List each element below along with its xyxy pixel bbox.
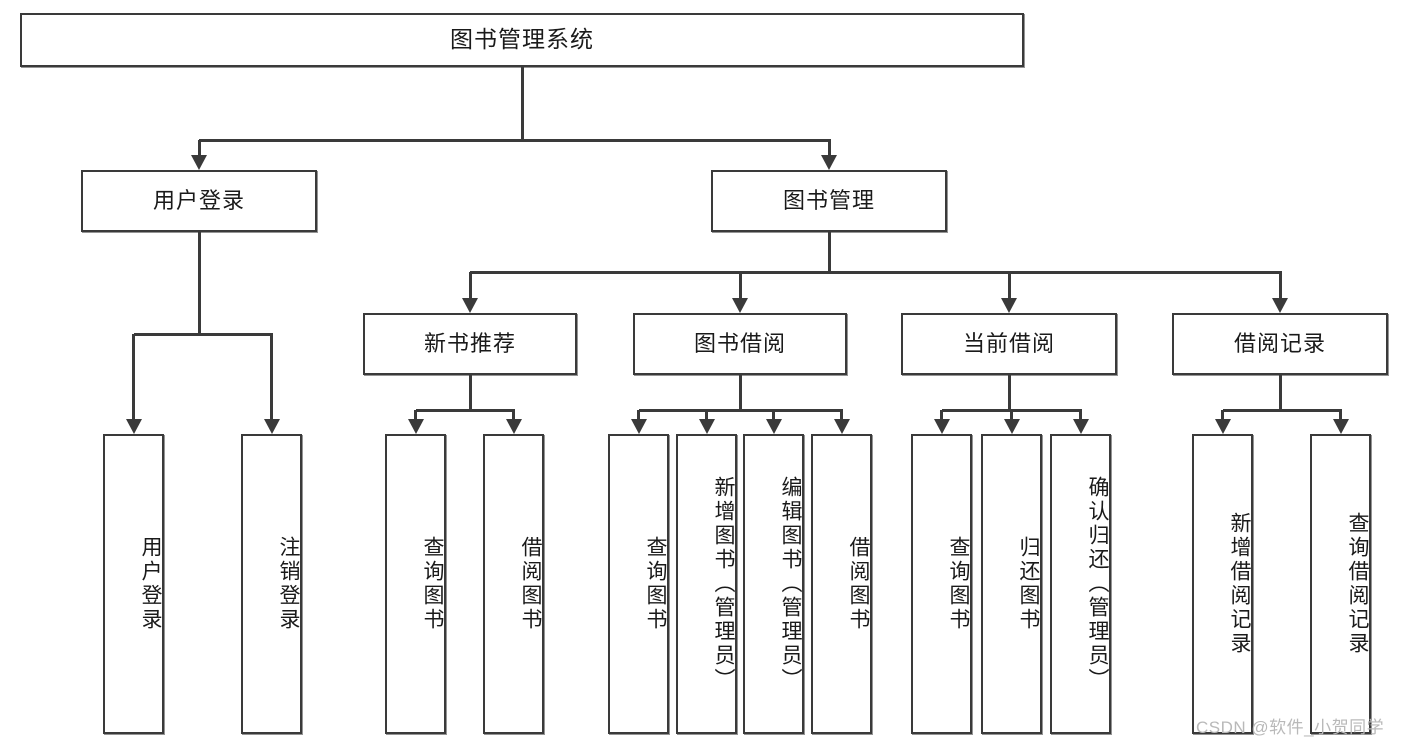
node-label: 图书管理 bbox=[782, 187, 875, 213]
node-label: 新增图书（管理员） bbox=[712, 476, 735, 692]
connector-drop bbox=[772, 410, 775, 420]
leaf-add-book-admin[interactable]: 新增图书（管理员） bbox=[676, 434, 737, 734]
node-label: 新书推荐 bbox=[423, 330, 516, 356]
arrowhead-icon bbox=[125, 419, 142, 434]
connector-bus bbox=[1222, 408, 1342, 412]
node-label: 确认归还（管理员） bbox=[1086, 476, 1109, 692]
connector-drop bbox=[1278, 272, 1282, 299]
arrowhead-icon bbox=[1332, 419, 1349, 434]
connector-drop bbox=[940, 410, 943, 420]
connector-drop bbox=[840, 410, 843, 420]
connector-bus bbox=[199, 138, 831, 142]
node-label: 借阅图书 bbox=[519, 536, 542, 632]
node-label: 图书借阅 bbox=[693, 330, 786, 356]
leaf-edit-book-admin[interactable]: 编辑图书（管理员） bbox=[743, 434, 804, 734]
connector-trunk bbox=[738, 375, 742, 410]
node-book-management[interactable]: 图书管理 bbox=[711, 170, 947, 232]
connector-trunk bbox=[1007, 375, 1011, 410]
connector-drop bbox=[1007, 272, 1011, 299]
connector-trunk bbox=[468, 375, 472, 410]
connector-bus bbox=[415, 408, 515, 412]
node-label: 新增借阅记录 bbox=[1228, 512, 1251, 656]
connector-drop bbox=[1339, 410, 1342, 420]
leaf-query-book-recommend[interactable]: 查询图书 bbox=[385, 434, 446, 734]
arrowhead-icon bbox=[821, 155, 837, 170]
node-book-borrow[interactable]: 图书借阅 bbox=[633, 313, 847, 375]
arrowhead-icon bbox=[1214, 419, 1231, 434]
connector-drop bbox=[827, 140, 831, 156]
arrowhead-icon bbox=[833, 419, 850, 434]
leaf-user-logout[interactable]: 注销登录 bbox=[241, 434, 302, 734]
connector-trunk bbox=[197, 232, 201, 334]
node-label: 用户登录 bbox=[139, 536, 162, 632]
node-label: 查询图书 bbox=[421, 536, 444, 632]
node-label: 查询图书 bbox=[644, 536, 667, 632]
leaf-add-borrow-record[interactable]: 新增借阅记录 bbox=[1192, 434, 1253, 734]
arrowhead-icon bbox=[505, 419, 522, 434]
connector-drop bbox=[738, 272, 742, 299]
node-label: 借阅记录 bbox=[1233, 330, 1326, 356]
connector-drop bbox=[1010, 410, 1013, 420]
arrowhead-icon bbox=[1272, 298, 1288, 313]
node-borrow-records[interactable]: 借阅记录 bbox=[1172, 313, 1388, 375]
arrowhead-icon bbox=[1072, 419, 1089, 434]
connector-drop bbox=[1079, 410, 1082, 420]
node-current-borrow[interactable]: 当前借阅 bbox=[901, 313, 1117, 375]
leaf-return-book[interactable]: 归还图书 bbox=[981, 434, 1042, 734]
node-root-system[interactable]: 图书管理系统 bbox=[20, 13, 1024, 67]
connector-drop bbox=[468, 272, 472, 299]
connector-drop bbox=[637, 410, 640, 420]
arrowhead-icon bbox=[1001, 298, 1017, 313]
arrowhead-icon bbox=[462, 298, 478, 313]
csdn-watermark: CSDN @软件_小贺同学 bbox=[1196, 718, 1385, 737]
leaf-borrow-book[interactable]: 借阅图书 bbox=[811, 434, 872, 734]
leaf-user-login[interactable]: 用户登录 bbox=[103, 434, 164, 734]
arrowhead-icon bbox=[191, 155, 207, 170]
connector-trunk bbox=[520, 67, 524, 140]
connector-drop bbox=[1221, 410, 1224, 420]
node-label: 当前借阅 bbox=[962, 330, 1055, 356]
arrowhead-icon bbox=[263, 419, 280, 434]
connector-bus bbox=[470, 270, 1282, 274]
node-label: 借阅图书 bbox=[847, 536, 870, 632]
connector-drop bbox=[197, 140, 201, 156]
node-new-book-recommend[interactable]: 新书推荐 bbox=[363, 313, 577, 375]
leaf-query-book-current[interactable]: 查询图书 bbox=[911, 434, 972, 734]
leaf-query-book-borrow[interactable]: 查询图书 bbox=[608, 434, 669, 734]
arrowhead-icon bbox=[933, 419, 950, 434]
connector-trunk bbox=[827, 232, 831, 272]
arrowhead-icon bbox=[698, 419, 715, 434]
node-label: 注销登录 bbox=[277, 536, 300, 632]
connector-drop bbox=[705, 410, 708, 420]
node-label: 用户登录 bbox=[152, 187, 245, 213]
arrowhead-icon bbox=[630, 419, 647, 434]
connector-drop bbox=[512, 410, 515, 420]
node-user-login[interactable]: 用户登录 bbox=[81, 170, 317, 232]
connector-bus bbox=[133, 332, 273, 336]
arrowhead-icon bbox=[732, 298, 748, 313]
node-label: 查询借阅记录 bbox=[1346, 512, 1369, 656]
connector-drop bbox=[414, 410, 417, 420]
node-label: 归还图书 bbox=[1017, 536, 1040, 632]
arrowhead-icon bbox=[765, 419, 782, 434]
node-label: 查询图书 bbox=[947, 536, 970, 632]
leaf-confirm-return-admin[interactable]: 确认归还（管理员） bbox=[1050, 434, 1111, 734]
arrowhead-icon bbox=[1003, 419, 1020, 434]
leaf-query-borrow-record[interactable]: 查询借阅记录 bbox=[1310, 434, 1371, 734]
arrowhead-icon bbox=[407, 419, 424, 434]
leaf-borrow-book-recommend[interactable]: 借阅图书 bbox=[483, 434, 544, 734]
node-label: 编辑图书（管理员） bbox=[779, 476, 802, 692]
connector-trunk bbox=[1278, 375, 1282, 410]
connector-drop bbox=[132, 334, 135, 420]
connector-bus bbox=[638, 408, 843, 412]
node-label: 图书管理系统 bbox=[450, 26, 594, 53]
connector-drop bbox=[270, 334, 273, 420]
